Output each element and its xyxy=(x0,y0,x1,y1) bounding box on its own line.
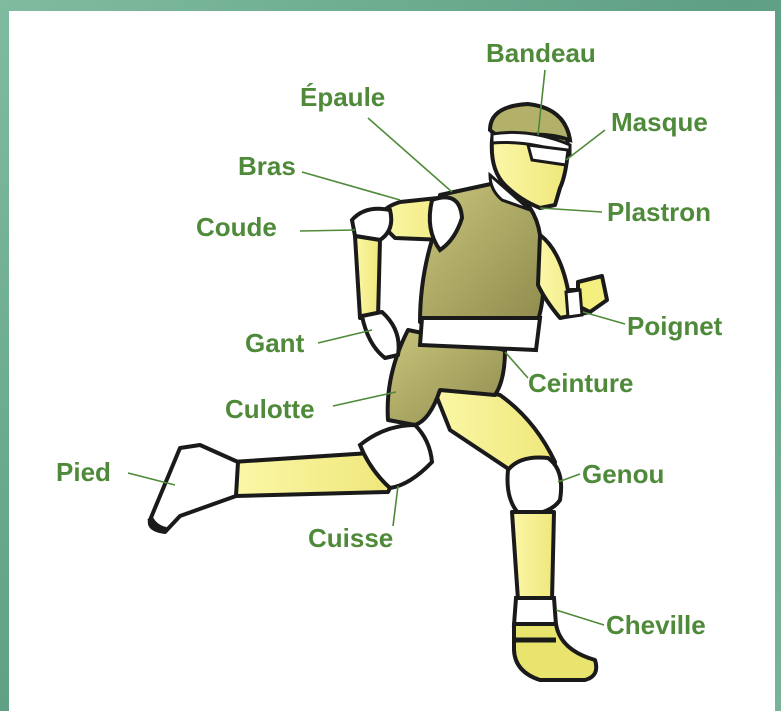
glove-left xyxy=(362,312,399,358)
label-epaule: Épaule xyxy=(300,84,385,110)
label-bandeau: Bandeau xyxy=(486,40,596,66)
label-coude: Coude xyxy=(196,214,277,240)
front-leg xyxy=(430,380,596,680)
label-cheville: Cheville xyxy=(606,612,706,638)
label-plastron: Plastron xyxy=(607,199,711,225)
label-poignet: Poignet xyxy=(627,313,722,339)
label-pied: Pied xyxy=(56,459,111,485)
knee-pad xyxy=(508,458,562,516)
label-ceinture: Ceinture xyxy=(528,370,633,396)
label-bras: Bras xyxy=(238,153,296,179)
ankle-pad xyxy=(514,598,556,625)
label-genou: Genou xyxy=(582,461,664,487)
label-gant: Gant xyxy=(245,330,304,356)
belt xyxy=(420,318,540,350)
label-culotte: Culotte xyxy=(225,396,315,422)
label-masque: Masque xyxy=(611,109,708,135)
wrist-band xyxy=(566,290,582,317)
front-shoe xyxy=(514,624,596,680)
back-foot xyxy=(150,445,238,532)
label-cuisse: Cuisse xyxy=(308,525,393,551)
back-leg xyxy=(150,445,394,532)
